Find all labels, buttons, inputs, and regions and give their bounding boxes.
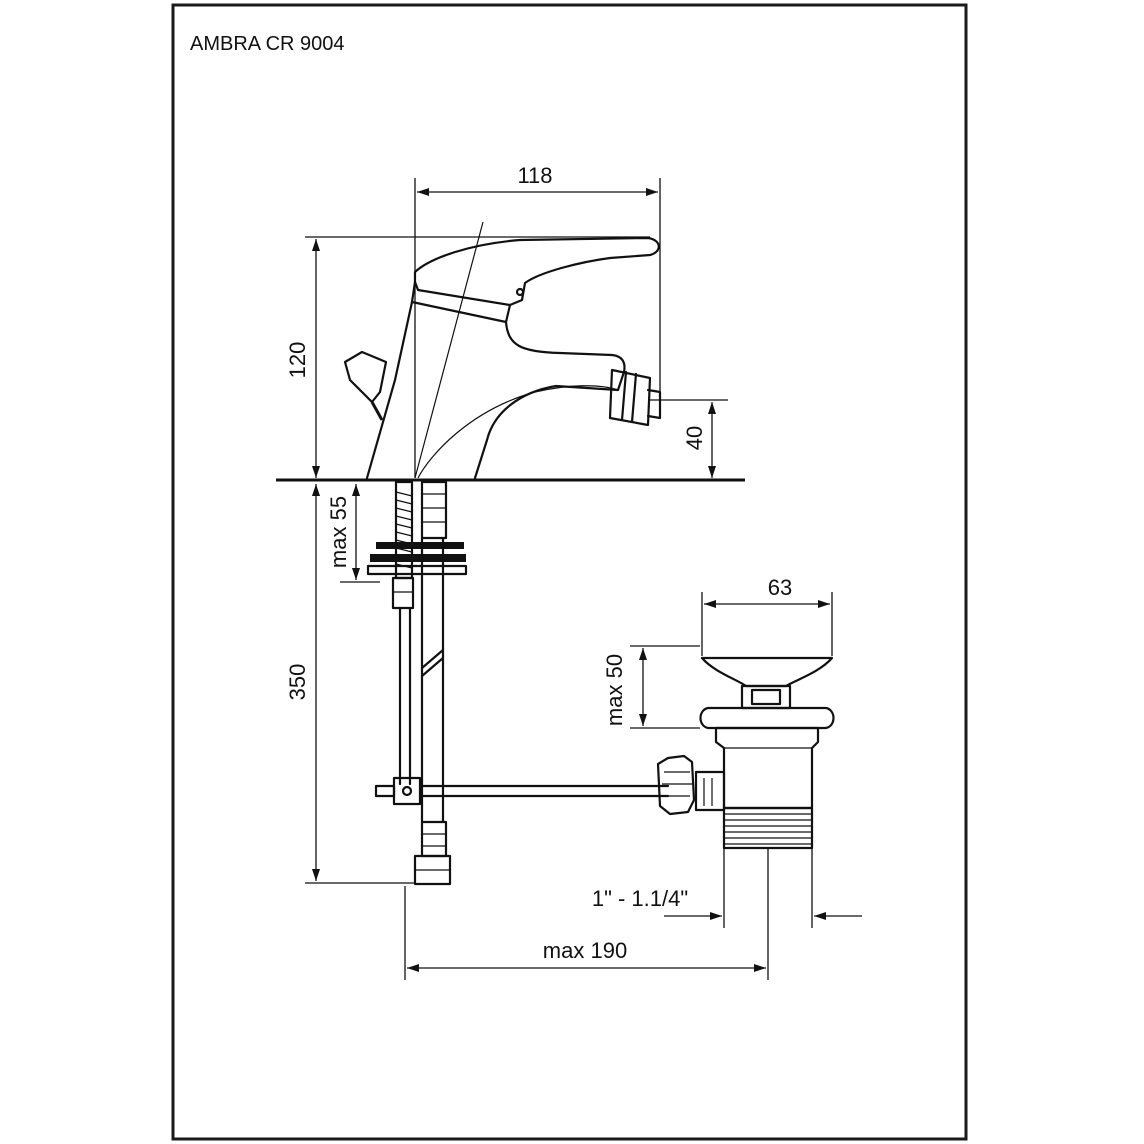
dim-label-40: 40: [682, 426, 707, 450]
dimension-lines: [305, 178, 862, 980]
product-title: AMBRA CR 9004: [190, 33, 345, 55]
dim-label-max-55: max 55: [326, 496, 351, 568]
dim-label-max-50: max 50: [602, 654, 627, 726]
dim-label-63: 63: [768, 575, 792, 600]
dim-label-118: 118: [517, 163, 552, 188]
dim-label-120: 120: [285, 342, 310, 379]
faucet-body: [276, 221, 745, 482]
dim-label-thread: 1" - 1.1/4": [592, 886, 688, 911]
dim-label-max-190: max 190: [543, 938, 627, 963]
dim-label-350: 350: [285, 664, 310, 701]
under-deck-assembly: [366, 480, 670, 886]
drawing-frame: [171, 3, 968, 1141]
drain-assembly: [656, 656, 835, 850]
